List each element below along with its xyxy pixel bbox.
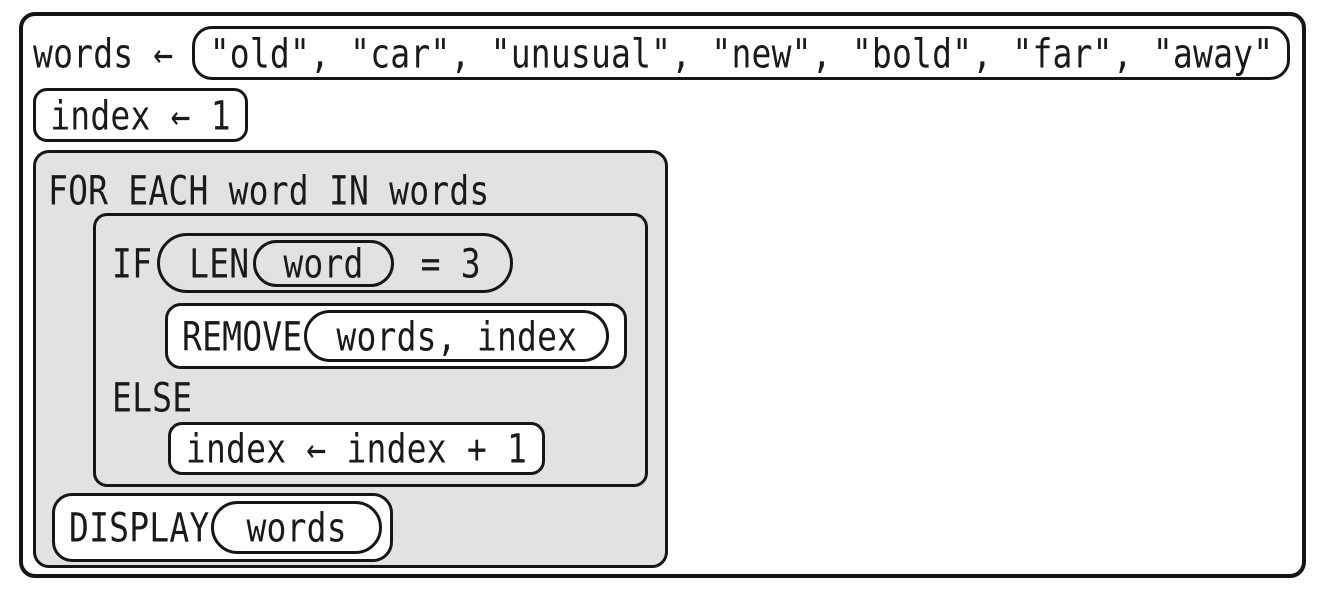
word-pill: word [253, 239, 394, 287]
words-assign-label: words ← [33, 29, 174, 77]
display-statement-box: DISPLAY words [52, 493, 393, 562]
increment-box: index ← index + 1 [168, 422, 545, 475]
if-condition-pill: LEN word = 3 [157, 233, 513, 293]
remove-statement-box: REMOVE words, index [165, 303, 627, 369]
words-list-box: "old", "car", "unusual", "new", "bold", … [192, 26, 1291, 80]
remove-args-text: words, index [336, 312, 578, 360]
remove-keyword: REMOVE [182, 312, 303, 360]
increment-text: index ← index + 1 [185, 424, 528, 473]
word-pill-text: word [283, 239, 364, 287]
if-keyword: IF [112, 239, 153, 287]
remove-args-pill: words, index [304, 310, 610, 362]
len-keyword: LEN [189, 239, 250, 287]
words-list-text: "old", "car", "unusual", "new", "bold", … [209, 29, 1274, 77]
words-assignment-row: words ← "old", "car", "unusual", "new", … [33, 25, 1291, 81]
if-condition-row: IF LEN word = 3 [112, 233, 513, 293]
display-arg-text: words [246, 503, 347, 552]
index-assignment-box: index ← 1 [33, 88, 248, 142]
display-arg-pill: words [211, 501, 382, 554]
else-keyword: ELSE [112, 373, 193, 421]
for-each-header: FOR EACH word IN words [48, 166, 490, 214]
else-label: ELSE [112, 377, 192, 417]
index-assign-text: index ← 1 [50, 91, 231, 139]
display-keyword: DISPLAY [69, 503, 210, 552]
comparison-text: = 3 [420, 239, 481, 287]
if-else-block [93, 213, 648, 487]
for-each-header-text: FOR EACH word IN words [48, 166, 490, 214]
